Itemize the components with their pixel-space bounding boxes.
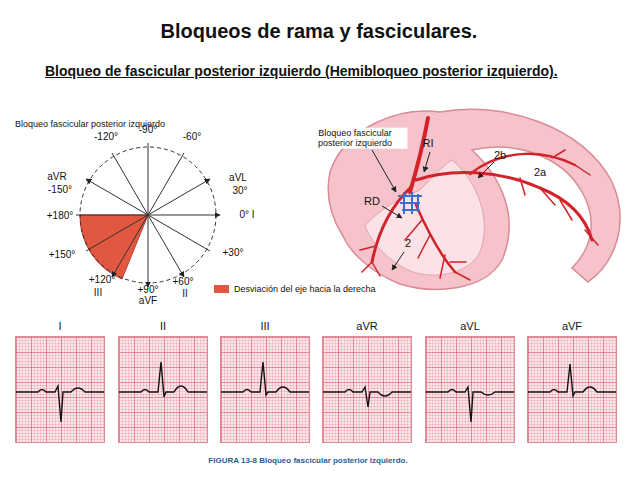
ecg-panel: II: [118, 336, 208, 443]
ecg-panel: aVL: [425, 336, 515, 443]
lead-name: I: [16, 320, 104, 332]
axis-label: 30°: [232, 185, 247, 197]
axis-label: aVL: [229, 172, 247, 184]
axis-label: 2b: [494, 149, 506, 162]
subtitle: Bloqueo de fascicular posterior izquierd…: [45, 62, 593, 81]
axis-label: -60°: [183, 131, 201, 143]
ecg-line: [119, 362, 207, 397]
lead-name: II: [119, 320, 207, 332]
lead-name: aVF: [528, 320, 616, 332]
axis-label: +180°: [47, 210, 74, 222]
axis-label: +60°: [173, 276, 194, 288]
ecg-line: [528, 364, 616, 396]
axis-label: -150°: [48, 184, 72, 196]
ecg-trace: [426, 337, 514, 442]
ecg-trace: [119, 337, 207, 442]
axis-label: aVR: [47, 171, 66, 183]
axis-label: RI: [423, 137, 434, 150]
hexaxial-system: [76, 143, 220, 287]
axis-label: aVF: [139, 295, 157, 307]
legend-swatch: [214, 285, 229, 293]
ecg-panel: III: [220, 336, 310, 443]
legend-text: Desviación del eje hacia la derecha: [234, 284, 376, 294]
axis-label: +150°: [49, 249, 76, 261]
ecg-trace: [221, 337, 309, 442]
lead-name: aVR: [323, 320, 411, 332]
lead-name: aVL: [426, 320, 514, 332]
axis-label: RD: [364, 195, 380, 208]
axis-label: +30°: [223, 247, 244, 259]
ecg-panel: aVF: [527, 336, 617, 443]
axis-label: +90°: [138, 284, 159, 296]
axis-label: -120°: [94, 131, 118, 143]
ecg-line: [426, 387, 514, 422]
ecg-trace: [323, 337, 411, 442]
axis-label: Bloqueo fascicular posterior izquierdo: [303, 128, 408, 149]
ecg-trace: [528, 337, 616, 442]
ecg-panel: aVR: [322, 336, 412, 443]
ecg-line: [221, 362, 309, 395]
axis-label: 0° I: [239, 209, 254, 221]
axis-label: III: [94, 287, 102, 299]
lead-name: III: [221, 320, 309, 332]
axis-label: -90°: [139, 124, 157, 136]
page-title: Bloqueos de rama y fasciculares.: [161, 20, 478, 43]
ecg-panel: I: [15, 336, 105, 443]
figure-caption: FIGURA 13-8 Bloqueo fascicular posterior…: [208, 456, 407, 465]
ecg-line: [16, 386, 104, 422]
axis-label: II: [182, 288, 188, 300]
ecg-line: [323, 387, 411, 407]
ecg-trace: [16, 337, 104, 442]
axis-label: 2: [405, 237, 411, 250]
axis-label: 2a: [534, 166, 546, 179]
axis-label: +120°: [89, 274, 116, 286]
